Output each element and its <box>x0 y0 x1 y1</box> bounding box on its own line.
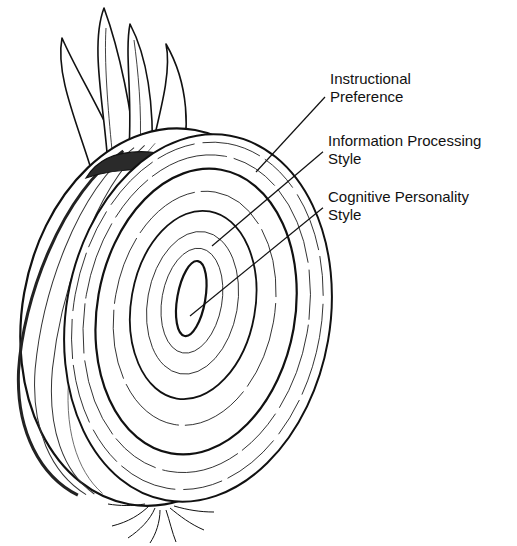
root <box>112 505 150 526</box>
ring-bold <box>116 201 271 410</box>
ring <box>136 224 250 381</box>
onion-cut-face <box>36 113 360 523</box>
layer-label: Cognitive Personality Style <box>328 188 503 224</box>
root <box>150 510 160 543</box>
root <box>174 506 214 512</box>
leaf-vein <box>134 40 141 150</box>
label-box: Instructional Preference <box>330 70 460 106</box>
label-box: Cognitive Personality Style <box>328 188 503 224</box>
root <box>166 510 176 542</box>
root <box>108 504 145 506</box>
outer-ring <box>36 113 360 523</box>
ring <box>59 137 335 491</box>
core-ring <box>171 259 212 339</box>
ring <box>45 122 350 510</box>
leader-line <box>190 208 323 316</box>
ring <box>153 243 230 358</box>
ring <box>95 178 294 438</box>
onion-roots <box>108 504 214 543</box>
leader-line <box>256 97 325 172</box>
leader-line <box>212 152 323 246</box>
root <box>128 508 155 538</box>
label-box: Information Processing Style <box>328 132 503 168</box>
leaf-vein <box>105 28 112 150</box>
layer-label: Information Processing Style <box>328 132 503 168</box>
layer-label: Instructional Preference <box>330 70 460 106</box>
